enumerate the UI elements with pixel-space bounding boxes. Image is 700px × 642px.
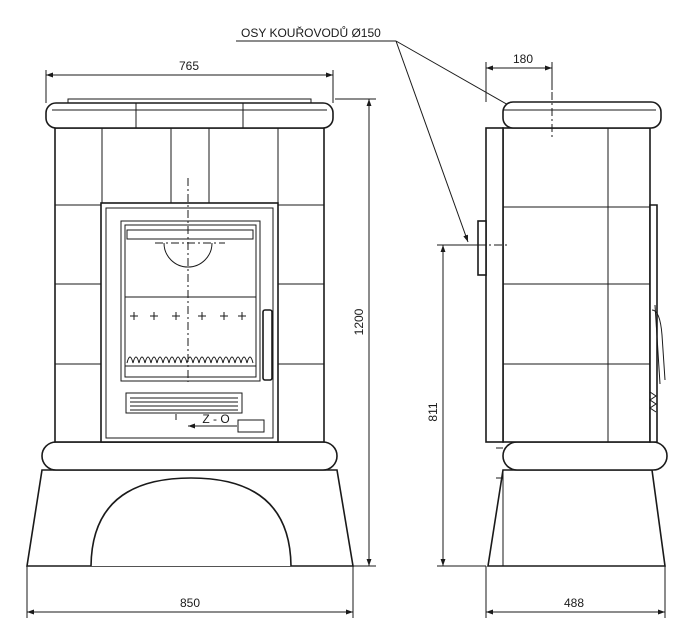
side-door-profile <box>649 204 658 443</box>
front-grate-crosses <box>130 312 246 320</box>
side-plinth <box>487 469 666 567</box>
side-door-handle <box>651 309 666 381</box>
front-grate-wave <box>126 356 254 364</box>
front-view: Z - O 765 850 1200 <box>26 59 376 618</box>
front-door-top-bar <box>126 229 254 240</box>
front-tile-grid <box>55 128 324 365</box>
front-flue-outline <box>163 242 213 268</box>
front-plinth-arch <box>90 477 292 567</box>
dim-front-base-width: 850 <box>180 596 200 610</box>
side-flue-collar <box>477 220 487 276</box>
side-cornice <box>502 101 662 129</box>
side-tile-grid <box>503 128 650 442</box>
dim-side-flue-height: 811 <box>426 402 440 421</box>
flue-axes-label: OSY KOUŘOVODŮ Ø150 <box>241 25 381 40</box>
side-view: 180 488 811 <box>426 52 668 618</box>
front-base-band <box>41 441 338 471</box>
side-base-band <box>502 441 668 471</box>
front-door-inner-frame <box>105 207 274 439</box>
front-door-handle <box>262 309 273 381</box>
side-rear-panel <box>485 127 504 443</box>
dim-front-height: 1200 <box>352 308 366 335</box>
dim-side-flue-offset: 180 <box>513 52 533 66</box>
front-cornice <box>45 102 334 129</box>
front-ashpan-vents <box>125 392 243 414</box>
dim-side-depth: 488 <box>564 596 584 610</box>
side-tile-body <box>502 127 651 443</box>
dim-front-top-width: 765 <box>179 59 199 73</box>
front-door-glass <box>120 220 261 382</box>
door-regulator-label: Z - O <box>202 412 229 426</box>
